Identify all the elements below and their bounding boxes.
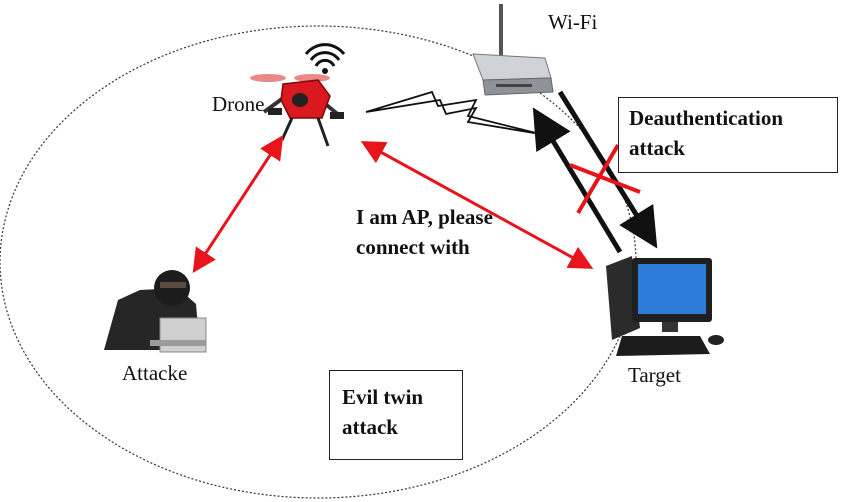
- hacker-icon: [104, 270, 207, 353]
- target-to-router-link: [532, 107, 623, 254]
- evil-twin-box-line2: attack: [342, 415, 398, 439]
- evil-twin-box-line1: Evil twin: [342, 385, 424, 409]
- drone-icon: [250, 74, 344, 147]
- attacker-drone-link: [192, 134, 284, 274]
- drone-target-link: [360, 141, 594, 269]
- desktop-computer-icon: [606, 256, 724, 356]
- fake-ap-message-line2: connect with: [356, 235, 470, 259]
- drone-label: Drone: [212, 92, 265, 116]
- deauth-box-line1: Deauthentication: [629, 106, 783, 130]
- lightning-bolt-icon: [365, 90, 541, 135]
- wifi-router-icon: [472, 4, 554, 96]
- attacker-label: Attacke: [122, 361, 188, 385]
- target-label: Target: [628, 363, 681, 387]
- wifi-label: Wi-Fi: [548, 10, 598, 34]
- wifi-signal-icon: [304, 43, 346, 74]
- evil-twin-attack-box: Evil twin attack: [329, 370, 463, 460]
- fake-ap-message-line1: I am AP, please: [356, 205, 493, 229]
- deauth-box-line2: attack: [629, 136, 685, 160]
- deauth-attack-box: Deauthentication attack: [618, 97, 838, 173]
